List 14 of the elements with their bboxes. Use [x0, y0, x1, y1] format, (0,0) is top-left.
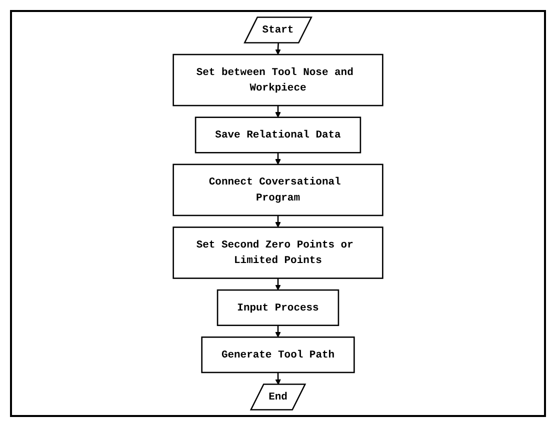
arrow: [275, 372, 281, 385]
node-box: [172, 54, 384, 106]
arrow: [275, 215, 281, 228]
arrow: [275, 43, 281, 55]
node-box: [194, 116, 362, 154]
arrow: [275, 325, 281, 338]
node-box: [172, 164, 384, 216]
arrow: [275, 106, 281, 118]
arrow: [275, 152, 281, 165]
node-box: [216, 289, 340, 326]
frame-border: Start Set between Tool Nose and Workpiece Save Relational Data Connect Coversational Program Set Second Zero Points or Limited Points Input Process Generate Tool Path End: [10, 10, 546, 417]
arrow: [275, 278, 281, 290]
node-box: [172, 226, 384, 279]
node-box: [201, 336, 355, 374]
